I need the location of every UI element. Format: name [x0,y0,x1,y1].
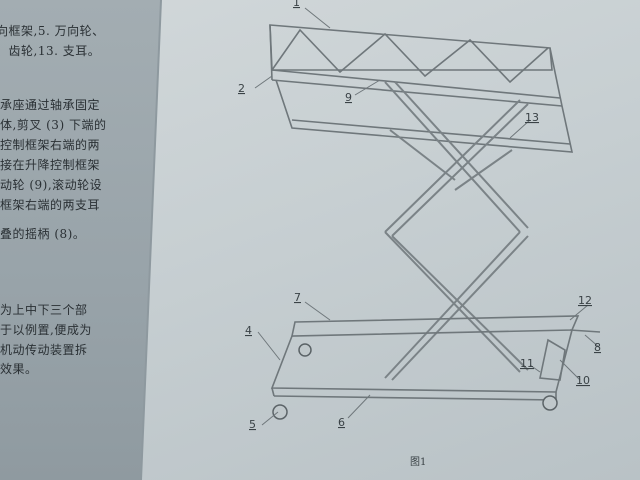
figure-caption: 图1 [410,456,426,468]
scissor-arms [384,81,529,381]
leader-lines [254,7,601,426]
text-line: 、齿轮,13. 支耳。 [0,44,101,58]
label-10: 10 [576,374,590,387]
text-line: 动轮 (9),滚动轮设 [0,178,103,192]
label-5: 5 [249,418,256,431]
text-line: 向框架,5. 万向轮、 [0,24,105,38]
text-line: 。 [0,261,7,278]
label-11: 11 [520,357,534,370]
base-frame [270,315,601,401]
label-13: 13 [525,111,539,124]
text-line: 机动传动装置拆 [0,343,88,357]
label-12: 12 [578,294,592,307]
label-4: 4 [245,324,252,337]
wheels [272,343,558,420]
label-6: 6 [338,416,345,429]
text-line: 接在升降控制框架 [0,158,101,172]
text-line: 于以例置,便成为 [0,323,92,337]
text-line: 框架右端的两支耳 [0,198,101,212]
label-8: 8 [594,341,601,354]
label-1: 1 [293,0,300,9]
label-9: 9 [345,91,352,104]
text-line: 效果。 [0,362,38,376]
text-line: 控制框架右端的两 [0,138,101,152]
text-line: 为上中下三个部 [0,303,88,317]
label-2: 2 [238,82,245,95]
text-line: 体,剪叉 (3) 下端的 [0,118,107,132]
label-7: 7 [294,291,301,304]
text-line: 叠的摇柄 (8)。 [0,227,86,241]
top-platform [269,24,574,153]
text-line: 承座通过轴承固定 [0,98,101,112]
left-page: 向框架,5. 万向轮、 、齿轮,13. 支耳。 承座通过轴承固定 体,剪叉 (3… [0,0,160,480]
